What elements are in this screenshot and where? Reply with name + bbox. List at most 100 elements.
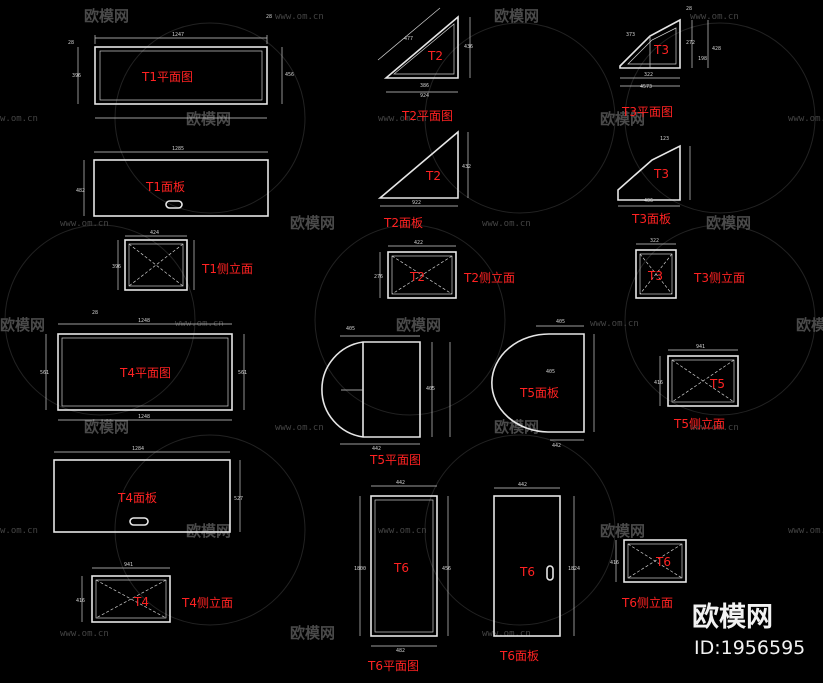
view-tag: T3	[647, 269, 663, 283]
t5-side-view: 941 416 T5 T5侧立面	[654, 344, 739, 431]
dim-label: 442	[552, 443, 561, 449]
view-tag: T2	[425, 169, 441, 183]
watermark-url: www.om.cn	[60, 629, 109, 639]
view-label: T5侧立面	[673, 416, 725, 431]
view-label: T6面板	[499, 649, 539, 663]
dim-label: 1285	[172, 146, 184, 152]
view-label: T2面板	[383, 216, 423, 230]
watermark-url: www.om.cn	[60, 219, 109, 229]
view-label: T6平面图	[367, 659, 419, 673]
watermark-url: www.om.cn	[275, 423, 324, 433]
dim-label: 436	[464, 44, 473, 50]
dim-label: 456	[285, 72, 294, 78]
dim-label: 416	[654, 380, 663, 386]
t5-panel-view: 405 405 442 T5面板	[491, 319, 595, 449]
dim-label: 1824	[568, 566, 580, 572]
t2-top-view: 477 436 386 924 T2 T2平面图	[377, 7, 473, 123]
dim-label: 442	[518, 482, 527, 488]
watermark-url: w.om.cn	[0, 526, 38, 536]
dim-label: 373	[626, 32, 635, 38]
dim-label: 1284	[132, 446, 144, 452]
dim-label: 1248	[138, 414, 150, 420]
dim-label: 1247	[172, 32, 184, 38]
view-label: T1面板	[145, 180, 185, 194]
watermark-circles	[4, 22, 816, 626]
view-tag: T4	[133, 595, 149, 609]
watermark-logo-text: 欧模网	[396, 316, 441, 334]
dim-label: 28	[92, 310, 98, 316]
brand-stamp: 欧模网 ID:1956595	[692, 602, 805, 659]
dim-label: 561	[40, 370, 49, 376]
dim-label: 322	[644, 72, 653, 78]
t1-plan-view: 1247 28 28 396 456 T1平面图	[68, 14, 294, 119]
dim-label: 322	[650, 238, 659, 244]
dim-label: 422	[414, 240, 423, 246]
watermark-url: www.om.cn	[378, 114, 427, 124]
view-label: T5平面图	[369, 453, 421, 467]
dim-label: 941	[696, 344, 705, 350]
dim-label: 1800	[354, 566, 366, 572]
view-tag: T6	[519, 565, 535, 579]
dim-label: 272	[686, 40, 695, 46]
dim-label: 924	[420, 93, 429, 99]
t4-plan-view: 1248 28 1248 561 561 T4平面图	[40, 310, 247, 421]
dim-label: 4573	[640, 84, 652, 90]
watermark-url: www.om.cn	[482, 219, 531, 229]
dim-label: 396	[112, 264, 121, 270]
view-label: T2侧立面	[463, 270, 515, 285]
view-label: T4平面图	[119, 366, 171, 380]
watermark-logo-text: 欧模网	[600, 110, 645, 128]
view-label: T4面板	[117, 491, 157, 505]
watermarks: 欧模网 www.om.cn 欧模网 www.om.cn w.om.cn 欧模网 …	[0, 7, 823, 642]
dim-label: 482	[76, 188, 85, 194]
t1-panel-view: 1285 482 T1面板	[76, 146, 269, 217]
dim-label: 424	[150, 230, 159, 236]
dim-label: 386	[420, 83, 429, 89]
view-label: T6侧立面	[621, 595, 673, 610]
view-tag: T6	[655, 555, 671, 569]
watermark-url: www.om.cn	[275, 12, 324, 22]
dim-label: 1248	[138, 318, 150, 324]
watermark-logo-text: 欧模网	[796, 316, 823, 334]
watermark-logo-text: 欧模网	[706, 214, 751, 232]
dim-label: 405	[426, 386, 435, 392]
view-label: T2平面图	[401, 109, 453, 123]
dim-label: 482	[396, 648, 405, 654]
dim-label: 28	[68, 40, 74, 46]
dim-label: 442	[372, 446, 381, 452]
watermark-logo-text: 欧模网	[84, 7, 129, 25]
view-tag: T5	[709, 377, 725, 391]
t3-top-view: 373 28 272 428 198 322 4573 T3 T3平面图	[619, 6, 721, 119]
view-label: T3侧立面	[693, 270, 745, 285]
dim-label: 406	[644, 198, 653, 204]
dim-label: 527	[234, 496, 243, 502]
watermark-logo-text: 欧模网	[0, 316, 45, 334]
watermark-logo-text: 欧模网	[290, 214, 335, 232]
watermark-url: www.om.cn	[482, 629, 531, 639]
watermark-url: www.om.cn	[378, 526, 427, 536]
dim-label: 561	[238, 370, 247, 376]
view-tag: T3	[653, 43, 669, 57]
watermark-url: www.om.cn	[788, 114, 823, 124]
dim-label: 941	[124, 562, 133, 568]
dim-label: 28	[686, 6, 692, 12]
view-tag: T2	[409, 270, 425, 284]
dim-label: 405	[346, 326, 355, 332]
dim-label: 442	[396, 480, 405, 486]
watermark-logo-text: 欧模网	[494, 7, 539, 25]
t5-plan-view: 405 442 405 T5平面图	[321, 326, 451, 467]
t2-side-view: 422 276 T2 T2侧立面	[374, 240, 515, 299]
t2-panel-view: 922 432 T2 T2面板	[377, 130, 471, 230]
dim-label: 477	[404, 36, 413, 42]
watermark-url: www.om.cn	[690, 423, 739, 433]
dim-label: 198	[698, 56, 707, 62]
t1-side-view: 424 396 T1侧立面	[112, 230, 253, 291]
view-label: T3平面图	[621, 105, 673, 119]
watermark-logo-text: 欧模网	[84, 418, 129, 436]
brand-id: ID:1956595	[694, 637, 805, 659]
t3-side-view: 322 T3 T3侧立面	[635, 238, 745, 299]
watermark-logo-text: 欧模网	[600, 522, 645, 540]
watermark-url: www.om.cn	[690, 12, 739, 22]
dim-label: 416	[610, 560, 619, 566]
